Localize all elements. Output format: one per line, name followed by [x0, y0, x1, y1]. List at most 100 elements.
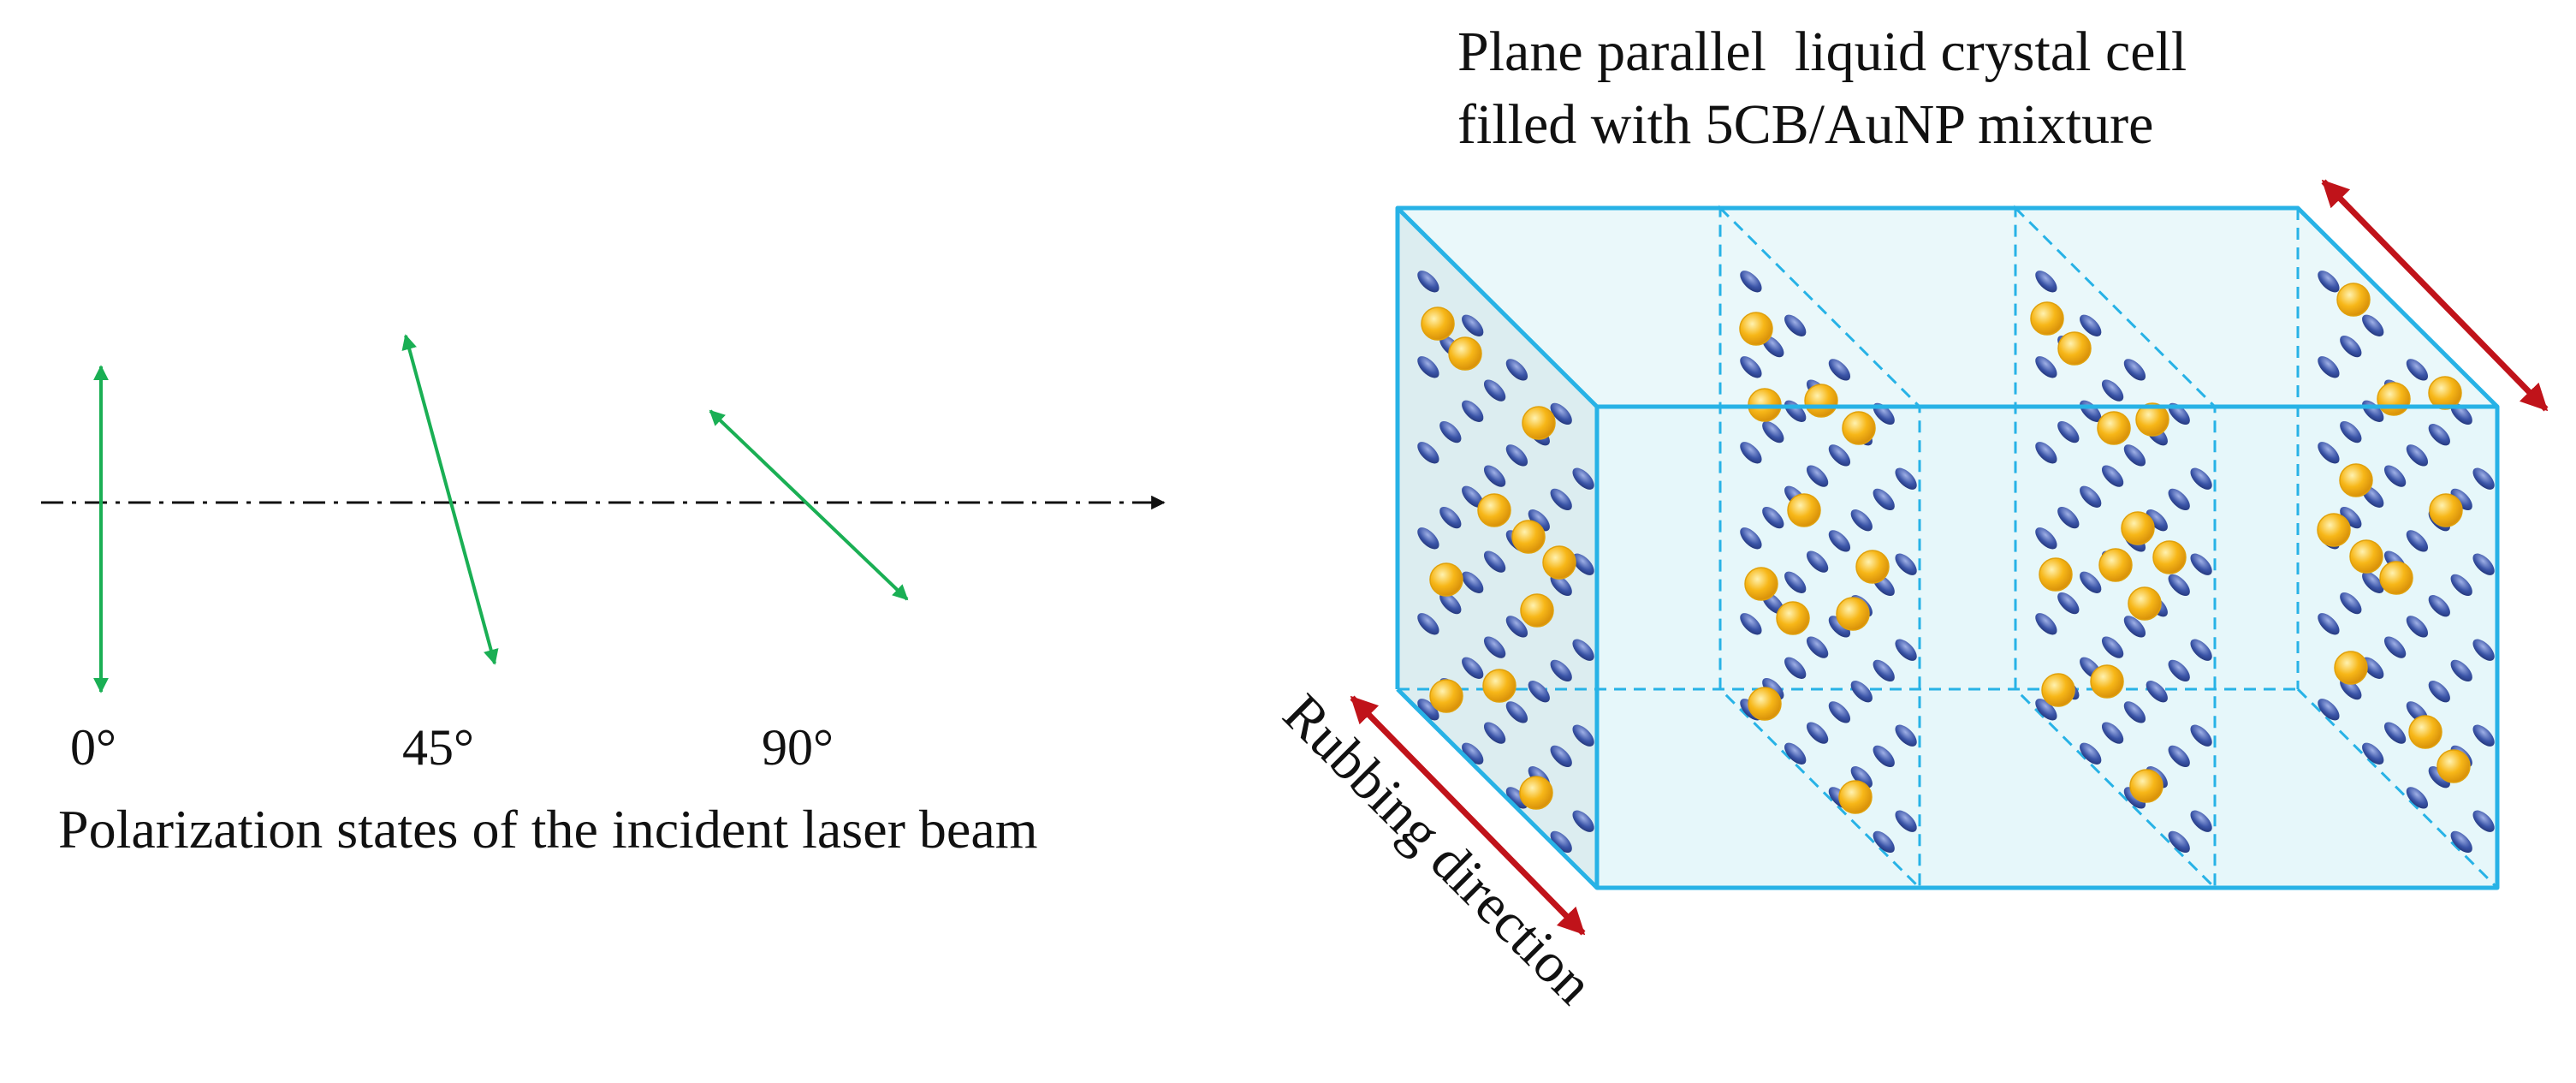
lc-molecule	[2362, 571, 2384, 593]
lc-molecule	[1528, 509, 1550, 532]
lc-molecule	[2190, 467, 2212, 490]
lc-molecule	[1572, 553, 1594, 575]
lc-molecule	[2406, 530, 2429, 552]
lc-molecule	[1417, 271, 1439, 293]
lc-molecule	[2190, 553, 2212, 575]
aunp-particle	[1429, 562, 1463, 597]
lc-molecule	[1828, 530, 1851, 552]
aunp-particle	[1787, 493, 1821, 527]
polarization-arrow-45deg	[401, 334, 499, 665]
aunp-particle	[1838, 780, 1873, 814]
lc-molecule	[2035, 613, 2057, 635]
lc-molecule	[1784, 571, 1807, 593]
lc-molecule	[1740, 613, 1762, 635]
aunp-particle	[1836, 597, 1870, 631]
lc-molecule	[1505, 616, 1528, 638]
lc-molecule	[2123, 444, 2146, 467]
lc-molecule	[2146, 681, 2168, 703]
lc-molecule	[2035, 527, 2057, 550]
aunp-particle	[2039, 557, 2073, 592]
lc-molecule	[1895, 724, 1917, 747]
lc-molecule	[2450, 830, 2472, 854]
lc-molecule	[2428, 424, 2450, 446]
lc-molecule	[2318, 699, 2340, 721]
lc-molecule	[1550, 659, 1572, 682]
lc-molecule	[1505, 444, 1528, 467]
rubbing-arrow-left	[1350, 695, 1586, 936]
lc-molecule	[1417, 356, 1439, 378]
lc-molecule	[2101, 636, 2124, 658]
lc-molecule	[2472, 553, 2495, 575]
aunp-particle	[2128, 586, 2162, 621]
lc-molecule	[1806, 550, 1829, 573]
lc-molecule	[2472, 724, 2495, 747]
polarization-caption: Polarization states of the incident lase…	[58, 799, 1038, 860]
aunp-particle	[1748, 687, 1782, 721]
aunp-particle	[1522, 406, 1556, 440]
molecule-layer	[1417, 271, 2495, 854]
lc-cell-panel: Plane parallel liquid crystal cell fille…	[1271, 21, 2549, 1016]
lc-molecule	[1417, 613, 1439, 635]
lc-molecule	[1572, 467, 1594, 490]
cell-front-face	[1597, 407, 2497, 888]
lc-molecule	[2080, 571, 2102, 593]
aunp-particle	[2377, 382, 2411, 416]
aunp-particle	[2437, 749, 2471, 783]
lc-molecule	[1462, 571, 1484, 593]
lc-molecule	[1828, 616, 1851, 638]
label-0deg: 0°	[70, 719, 116, 776]
lc-molecule	[2428, 681, 2450, 703]
lc-molecule	[2472, 639, 2495, 661]
lc-molecule	[2101, 465, 2124, 487]
lc-molecule	[2406, 444, 2429, 467]
lc-molecule	[2340, 506, 2362, 529]
lc-molecule	[1439, 592, 1462, 615]
lc-molecule	[1483, 379, 1506, 402]
lc-molecule	[1850, 509, 1873, 532]
lc-molecule	[2450, 488, 2472, 511]
lc-molecule	[2057, 506, 2080, 529]
lc-molecule	[2340, 592, 2362, 615]
aunp-particle	[1744, 567, 1778, 601]
lc-molecule	[2035, 356, 2057, 378]
lc-molecule	[2035, 699, 2057, 721]
aunp-particle	[2334, 651, 2368, 685]
aunp-particle	[2317, 513, 2351, 547]
aunp-particle	[2339, 463, 2373, 497]
aunp-particle	[1542, 545, 1576, 580]
lc-molecule	[2383, 465, 2407, 487]
lc-molecule	[1550, 488, 1572, 511]
aunp-particle	[1519, 776, 1553, 810]
lc-molecule	[1483, 465, 1506, 487]
lc-molecule	[1895, 467, 1917, 490]
lc-molecule	[2057, 420, 2080, 443]
aunp-particle	[2429, 493, 2463, 527]
aunp-particle	[2135, 402, 2169, 437]
lc-molecule	[2080, 314, 2102, 336]
aunp-particle	[1776, 601, 1810, 635]
lc-molecule	[1873, 830, 1895, 854]
lc-molecule	[2101, 722, 2124, 744]
lc-molecule	[1572, 639, 1594, 661]
lc-molecule	[1850, 681, 1873, 703]
lc-molecule	[1740, 271, 1762, 293]
lc-molecule	[2428, 766, 2450, 788]
lc-molecule	[1483, 550, 1506, 573]
aunp-particle	[2152, 540, 2187, 574]
aunp-particle	[2428, 376, 2462, 410]
internal-plane-2	[2014, 205, 2217, 891]
lc-molecule	[1762, 506, 1784, 529]
lc-molecule	[1873, 659, 1895, 682]
aunp-particle	[1477, 493, 1511, 527]
lc-molecule	[1439, 420, 1462, 443]
lc-molecule	[2057, 592, 2080, 615]
lc-molecule	[1784, 314, 1807, 336]
lc-molecule	[2035, 271, 2057, 293]
lc-molecule	[2190, 724, 2212, 747]
lc-molecule	[2123, 359, 2146, 381]
aunp-particle	[2098, 548, 2133, 582]
aunp-particle	[2097, 411, 2131, 445]
lc-molecule	[1740, 356, 1762, 378]
lc-molecule	[1784, 657, 1807, 679]
aunp-particle	[2030, 301, 2064, 336]
